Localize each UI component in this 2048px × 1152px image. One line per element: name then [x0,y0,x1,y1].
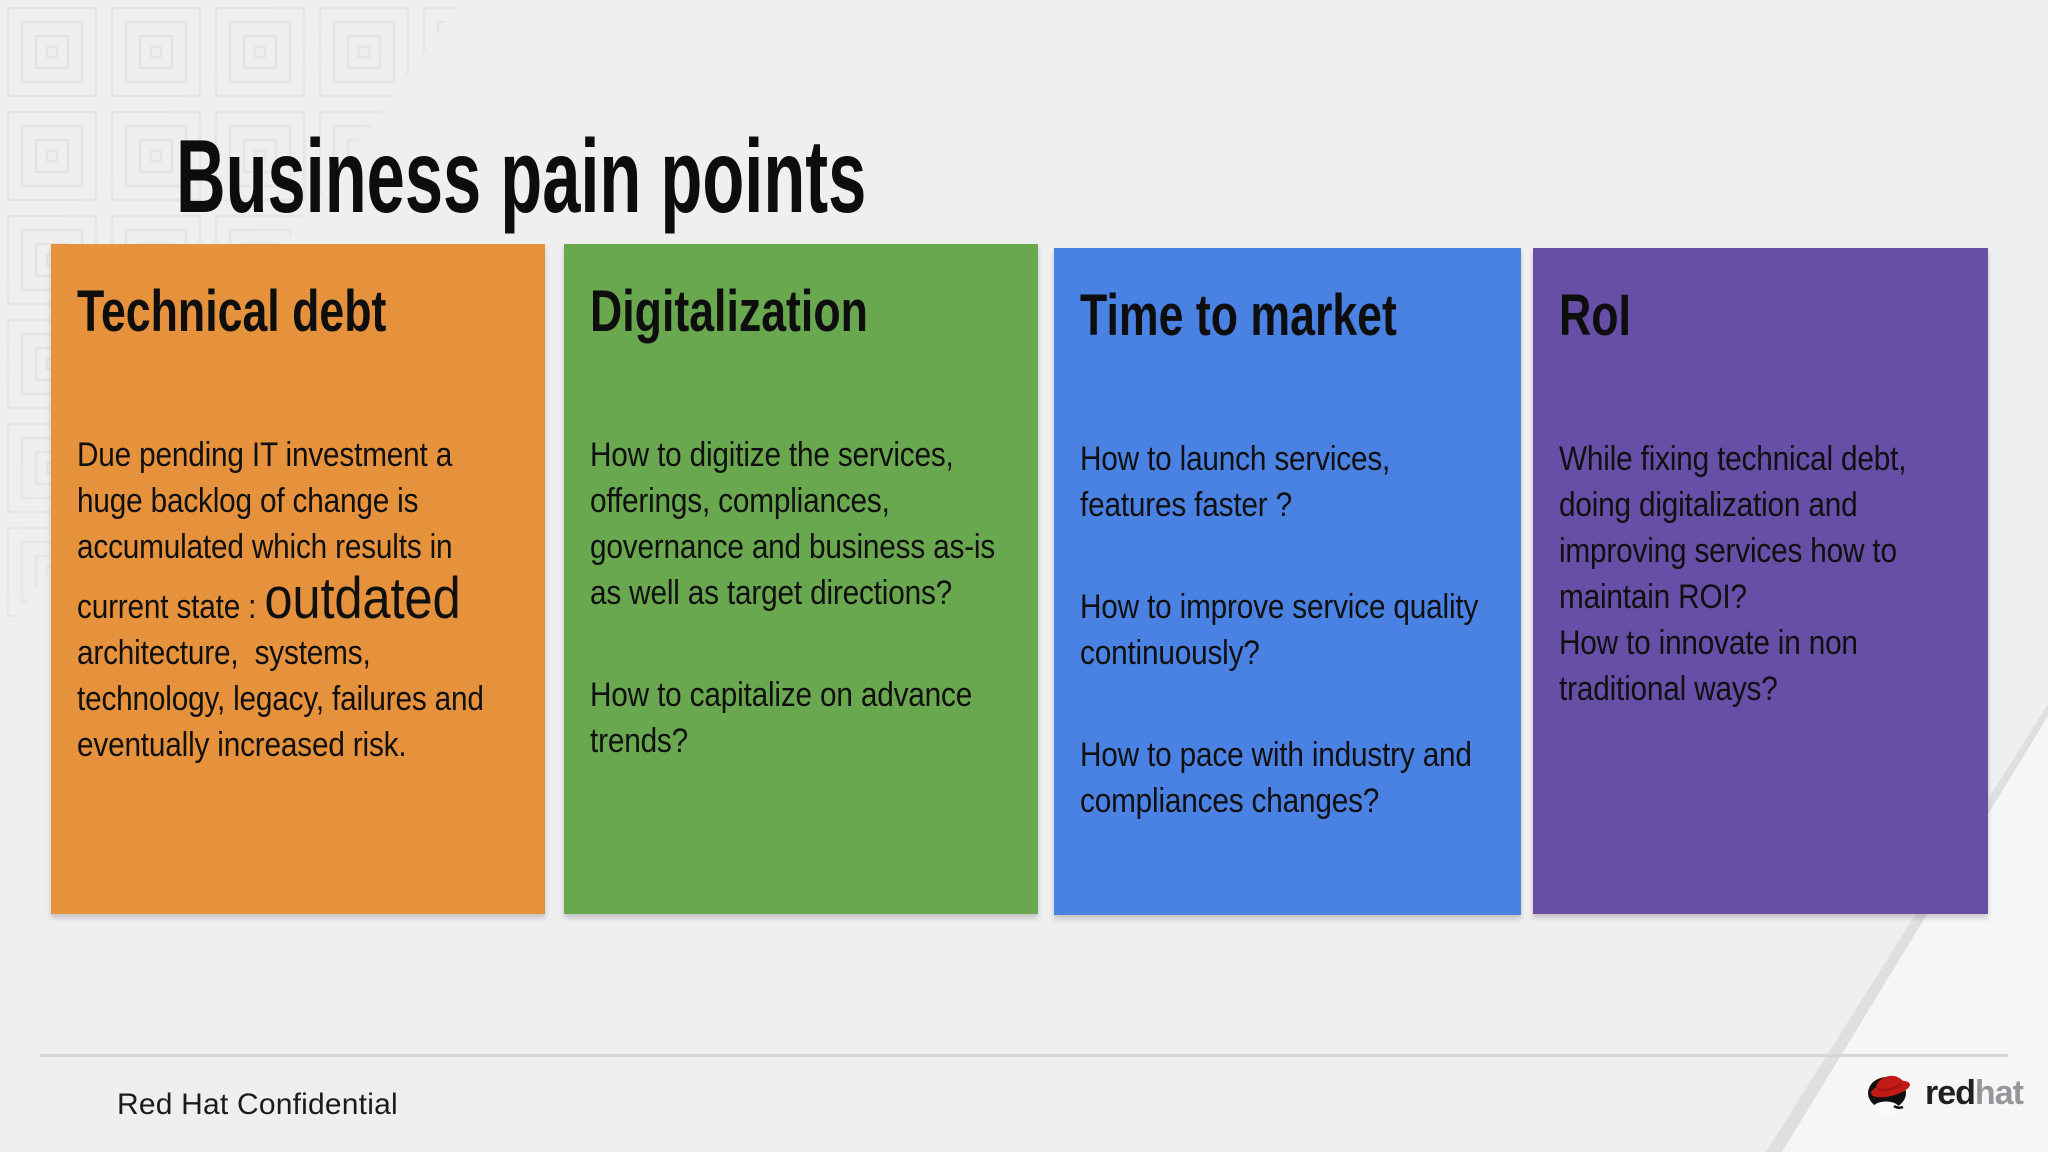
card-time-to-market-paragraph-2: How to improve service quality continuou… [1080,587,1487,672]
wordmark-red: red [1925,1074,1976,1112]
card-roi-body: While fixing technical debt, doing digit… [1559,436,1962,712]
card-technical-debt-paragraph: Due pending IT investment a huge backlog… [77,432,519,768]
card-technical-debt-title: Technical debt [77,279,387,344]
card-roi-paragraph-2: How to innovate in non traditional ways? [1559,623,1866,708]
card-time-to-market-paragraph-3: How to pace with industry and compliance… [1080,735,1480,820]
card-time-to-market-body: How to launch services, features faster … [1080,436,1495,824]
card-digitalization-paragraph-1: How to digitize the services, offerings,… [590,435,1004,612]
card-digitalization-title: Digitalization [590,279,868,344]
card-digitalization-body: How to digitize the services, offerings,… [590,432,1012,764]
body-text-highlight: outdated [264,565,461,631]
card-digitalization: Digitalization How to digitize the servi… [564,244,1038,914]
redhat-logo: redhat [1866,1066,2024,1116]
card-technical-debt-body: Due pending IT investment a huge backlog… [77,432,519,768]
body-text-after: architecture, systems, technology, legac… [77,587,492,764]
card-digitalization-paragraph-2: How to capitalize on advance trends? [590,675,981,760]
footer-confidential-label: Red Hat Confidential [117,1088,398,1121]
slide-title: Business pain points [176,119,867,235]
card-time-to-market-title: Time to market [1080,283,1397,348]
card-time-to-market-paragraph-1: How to launch services, features faster … [1080,439,1399,524]
card-technical-debt: Technical debt Due pending IT investment… [51,244,545,914]
card-time-to-market: Time to market How to launch services, f… [1054,248,1521,915]
redhat-fedora-icon [1868,1075,1910,1115]
redhat-wordmark: redhat [1925,1074,2024,1116]
card-roi: RoI While fixing technical debt, doing d… [1533,248,1988,914]
card-roi-title: RoI [1559,283,1631,348]
body-text-before: Due pending IT investment a huge backlog… [77,435,461,626]
wordmark-hat: hat [1974,1074,2024,1112]
card-roi-paragraph-1: While fixing technical debt, doing digit… [1559,439,1915,616]
footer-divider [40,1054,2008,1057]
